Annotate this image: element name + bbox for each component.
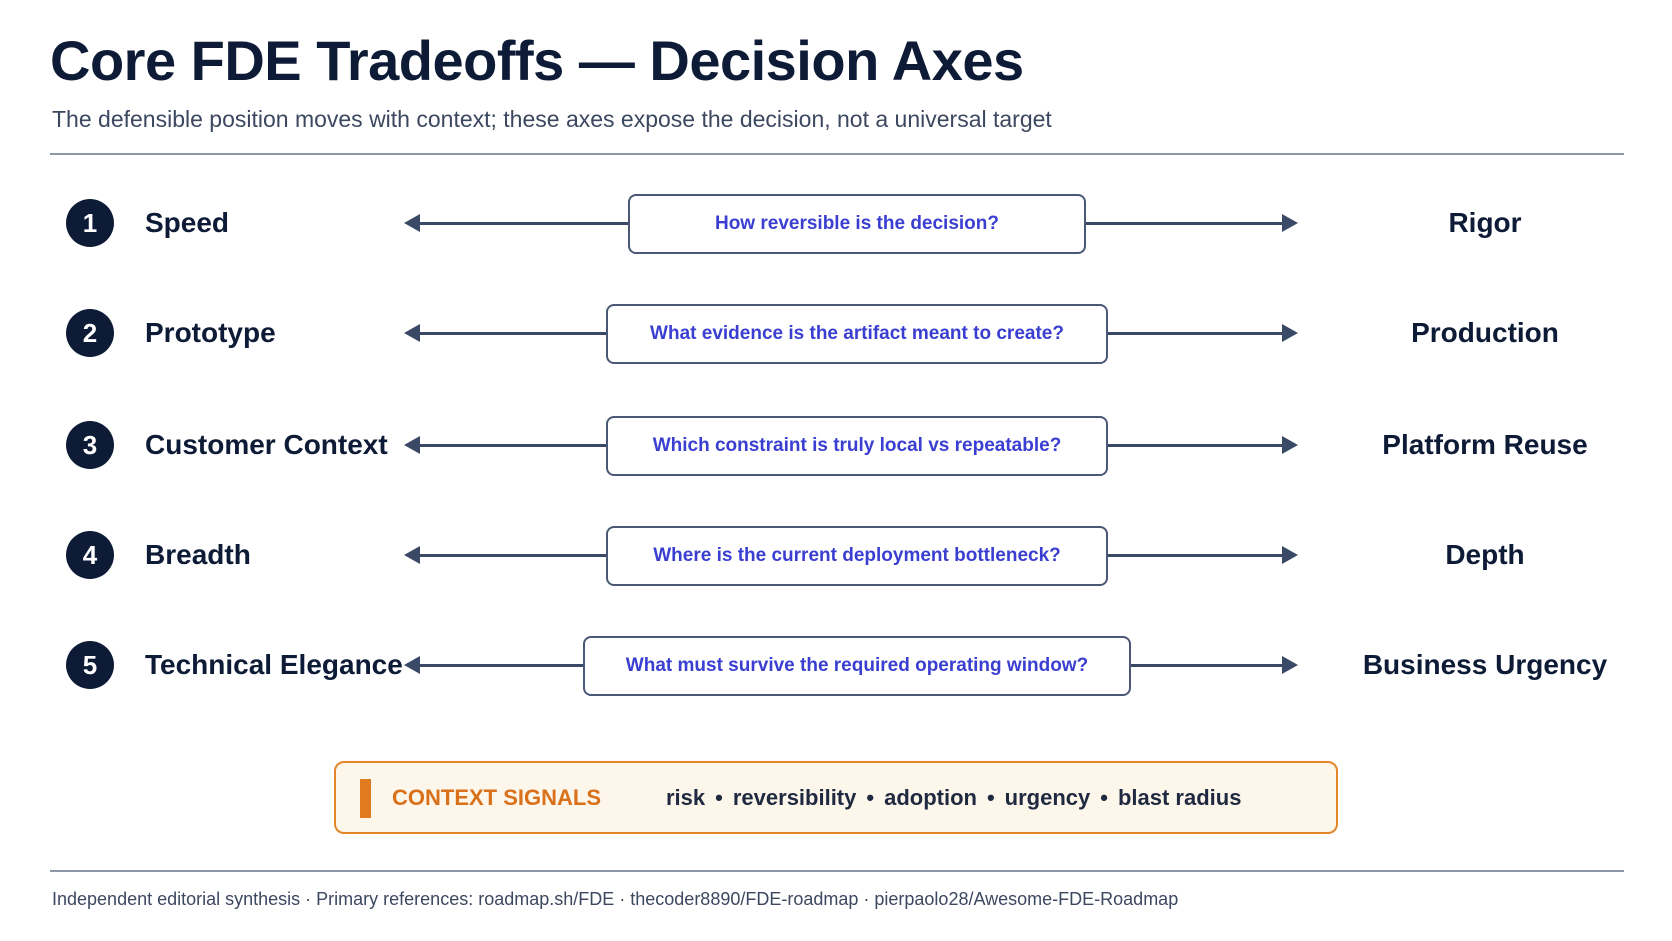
axis-right-label: Rigor — [1448, 207, 1522, 238]
signal-item: risk — [666, 785, 706, 810]
axis-number-badge: 1 — [66, 199, 114, 247]
axis-number-badge: 5 — [66, 641, 114, 689]
signal-separator: • — [1100, 785, 1108, 810]
axis-left-label: Speed — [145, 207, 230, 238]
arrow-left-icon — [404, 656, 420, 674]
axis-number-badge: 4 — [66, 531, 114, 579]
arrow-left-icon — [404, 436, 420, 454]
arrow-right-icon — [1282, 546, 1298, 564]
context-signals-label: CONTEXT SIGNALS — [392, 785, 602, 810]
axis-question: Which constraint is truly local vs repea… — [606, 416, 1108, 476]
accent-bar — [360, 779, 371, 818]
signal-item: urgency — [1004, 785, 1091, 810]
axis-right-label: Business Urgency — [1362, 649, 1608, 680]
axis-right-label: Production — [1411, 317, 1559, 348]
arrow-right-icon — [1282, 436, 1298, 454]
signal-item: blast radius — [1117, 785, 1242, 810]
axis-row-3: 3 Customer Context Which constraint is t… — [0, 410, 1672, 480]
axis-left-label: Prototype — [145, 317, 276, 348]
signal-separator: • — [866, 785, 875, 810]
axis-right-label: Depth — [1445, 539, 1525, 570]
arrow-left-icon — [404, 324, 420, 342]
axis-question: What evidence is the artifact meant to c… — [606, 304, 1108, 364]
arrow-right-icon — [1282, 656, 1298, 674]
footer-references: Independent editorial synthesis · Primar… — [52, 889, 1179, 909]
context-signals-box: CONTEXT SIGNALS risk • reversibility • adopt… — [334, 761, 1338, 834]
axis-question: What must survive the required operating… — [583, 636, 1131, 696]
signal-item: adoption — [884, 785, 977, 810]
axis-row-2: 2 Prototype What evidence is the artifac… — [0, 298, 1672, 368]
signal-separator: • — [715, 785, 723, 810]
context-signals-list: risk • reversibility • adoption • urgency • blas… — [666, 763, 1241, 832]
page-title: Core FDE Tradeoffs — Decision Axes — [50, 29, 1024, 92]
footer-divider — [50, 870, 1624, 872]
axis-left-label: Breadth — [145, 539, 251, 570]
axis-question: Where is the current deployment bottlene… — [606, 526, 1108, 586]
axis-row-4: 4 Breadth Where is the current deploymen… — [0, 520, 1672, 590]
axis-right-label: Platform Reuse — [1382, 429, 1588, 460]
arrow-right-icon — [1282, 214, 1298, 232]
axis-number-badge: 2 — [66, 309, 114, 357]
arrow-left-icon — [404, 214, 420, 232]
header-divider — [50, 153, 1624, 155]
page-subtitle: The defensible position moves with conte… — [52, 106, 1052, 132]
arrow-left-icon — [404, 546, 420, 564]
axis-left-label: Technical Elegance — [145, 649, 403, 680]
axis-number-badge: 3 — [66, 421, 114, 469]
axis-question: How reversible is the decision? — [628, 194, 1086, 254]
signal-item: reversibility — [732, 785, 857, 810]
signal-separator: • — [986, 785, 995, 810]
axis-row-1: 1 Speed How reversible is the decision? … — [0, 188, 1672, 258]
axis-left-label: Customer Context — [145, 429, 388, 460]
arrow-right-icon — [1282, 324, 1298, 342]
axis-row-5: 5 Technical Elegance What must survive t… — [0, 630, 1672, 700]
